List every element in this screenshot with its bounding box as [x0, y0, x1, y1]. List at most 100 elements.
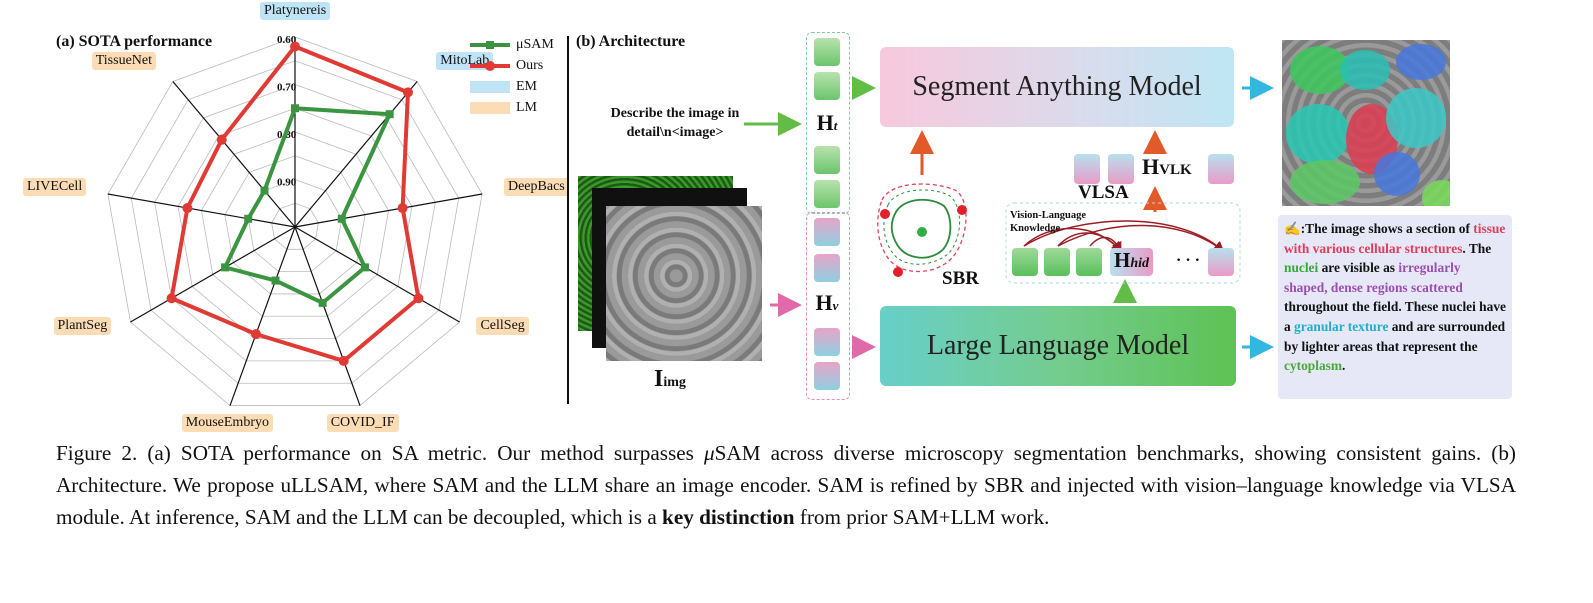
- radar-point-ours-2: [397, 203, 408, 214]
- radar-chart: 0.900.800.700.60: [107, 34, 483, 406]
- sbr-point-1: [880, 209, 890, 219]
- radar-category-deepbacs: DeepBacs: [503, 177, 569, 196]
- radar-grid-ring-6: [130, 60, 460, 384]
- vision-token-4: [814, 362, 840, 390]
- radar-point-ours-3: [413, 293, 424, 304]
- desc-text-4: and are surrounded by lighter areas that…: [1284, 318, 1506, 354]
- hv-label: Hv: [806, 290, 848, 316]
- radar-category-cellseg: CellSeg: [476, 317, 529, 335]
- mask-region-green-3: [1422, 180, 1450, 206]
- text-token-1: [814, 38, 840, 66]
- attention-arc-4: [1023, 220, 1225, 253]
- sbr-inner-contour: [890, 198, 952, 259]
- vlsa-label: VLSA: [1078, 182, 1129, 203]
- image-layer-em: [606, 206, 762, 361]
- legend-lm: LM: [470, 100, 537, 116]
- attention-arc-3: [1089, 236, 1122, 253]
- text-token-3: [814, 146, 840, 174]
- vlk-token-2: [1108, 154, 1134, 184]
- radar-point-usam-1: [385, 110, 394, 119]
- mask-region-cyan-3: [1386, 88, 1446, 148]
- figure-caption: Figure 2. (a) SOTA performance on SA met…: [56, 437, 1516, 533]
- radar-grid-ring-7: [107, 36, 483, 406]
- vlk-token-3: [1208, 154, 1234, 184]
- caption-part-2: SAM across diverse microscopy segmentati…: [56, 441, 1516, 529]
- legend-em-swatch: [470, 81, 510, 93]
- caption-mu: μ: [703, 441, 715, 465]
- writing-hand-icon: ✍: [1284, 221, 1301, 236]
- img-label-sub: img: [663, 375, 686, 390]
- attention-arc-5: [1057, 224, 1225, 252]
- radar-point-ours-6: [166, 293, 177, 304]
- prompt-text: Describe the image in detail\n<image>: [610, 106, 740, 140]
- hid-label-sub: hid: [1130, 256, 1150, 271]
- desc-highlight-texture: granular texture: [1294, 318, 1389, 334]
- radar-point-ours-8: [216, 134, 227, 145]
- sbr-outer-contour: [877, 183, 967, 273]
- radar-point-ours-4: [338, 355, 349, 366]
- vision-token-column: [806, 212, 850, 400]
- vision-token-3: [814, 328, 840, 356]
- radar-category-plantseg: PlantSeg: [53, 317, 112, 335]
- desc-highlight-cytoplasm: cytoplasm: [1284, 358, 1343, 374]
- vlk-token-1: [1074, 154, 1100, 184]
- architecture-arrows: [744, 76, 1274, 359]
- radar-point-usam-6: [221, 263, 230, 272]
- legend-ours-label: Ours: [516, 58, 544, 73]
- vision-token-2: [814, 254, 840, 282]
- text-token-4: [814, 180, 840, 208]
- radar-point-ours-5: [251, 329, 262, 340]
- panel-b-title: (b) Architecture: [576, 33, 686, 50]
- sbr-mid-contour: [883, 189, 961, 265]
- ht-label-sub: t: [833, 118, 838, 133]
- hid-token-1: [1012, 248, 1038, 276]
- radar-series-line-1: [169, 44, 421, 363]
- desc-text-2: are visible as: [1318, 260, 1399, 276]
- input-image-stack: [578, 176, 778, 366]
- radar-point-usam-5: [271, 276, 280, 285]
- desc-highlight-shape: irregularly shaped, dense regions scatte…: [1284, 260, 1463, 295]
- vlk-caption: Vision-Language Knowledge: [1010, 210, 1087, 234]
- radar-category-tissuenet: TissueNet: [91, 52, 156, 71]
- sbr-center-point: [917, 227, 927, 237]
- radar-spoke-5: [229, 226, 296, 406]
- mask-region-cyan-2: [1286, 104, 1350, 164]
- legend-lm-label: LM: [516, 100, 537, 115]
- radar-category-covid-if: COVID_IF: [326, 414, 399, 433]
- ht-label: Ht: [806, 110, 848, 136]
- hv-label-sub: v: [832, 298, 839, 313]
- desc-text-1: . The: [1462, 240, 1492, 256]
- hid-token-3: [1076, 248, 1102, 276]
- hid-token-last: [1208, 248, 1234, 276]
- legend-ours-swatch: [470, 60, 510, 72]
- radar-series-line-0: [223, 106, 392, 305]
- text-token-column: [806, 32, 850, 214]
- radar-point-usam-4: [318, 298, 327, 307]
- radar-spoke-1: [294, 81, 418, 228]
- radar-tick-label-2: 0.70: [277, 82, 297, 94]
- radar-tick-label-0: 0.90: [277, 177, 297, 189]
- vlsa-container: [1005, 202, 1241, 284]
- radar-point-usam-2: [337, 214, 346, 223]
- radar-grid-ring-5: [154, 84, 436, 362]
- img-label-main: I: [654, 366, 664, 392]
- vision-token-1: [814, 218, 840, 246]
- sbr-label: SBR: [942, 268, 979, 289]
- sam-box: Segment Anything Model: [880, 47, 1234, 127]
- desc-text-5: .: [1342, 358, 1346, 374]
- mask-region-blue-1: [1396, 44, 1446, 80]
- mask-region-green-2: [1290, 160, 1360, 204]
- radar-point-ours-1: [402, 87, 413, 98]
- desc-highlight-tissue: tissue with various cellular structures: [1284, 221, 1506, 256]
- radar-point-usam-3: [360, 263, 369, 272]
- sbr-point-2: [957, 205, 967, 215]
- legend-em: EM: [470, 79, 537, 95]
- sbr-point-3: [893, 267, 903, 277]
- radar-spoke-3: [294, 226, 460, 323]
- radar-point-ours-0: [290, 41, 300, 52]
- legend-usam-swatch: [470, 39, 510, 51]
- caption-bold: key distinction: [662, 505, 795, 529]
- legend-em-label: EM: [516, 79, 537, 94]
- caption-part-1: Figure 2. (a) SOTA performance on SA met…: [56, 441, 704, 465]
- text-token-2: [814, 72, 840, 100]
